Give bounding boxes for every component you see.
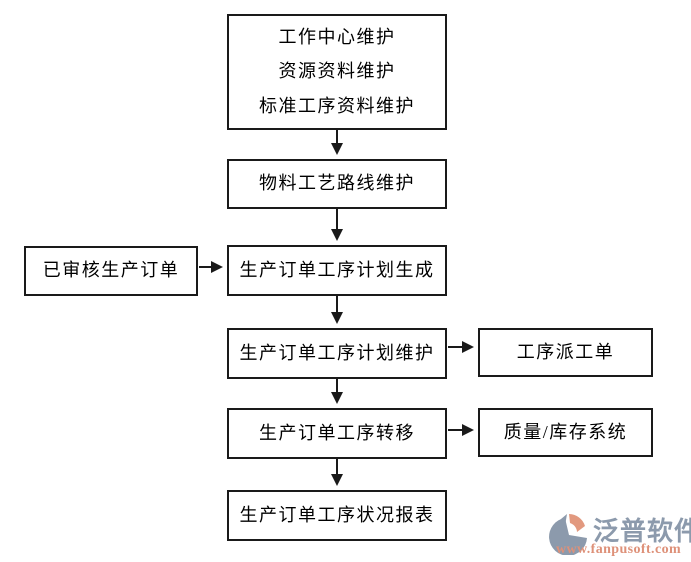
node-order-process-plan-generation: 生产订单工序计划生成: [227, 245, 447, 296]
node-label: 生产订单工序转移: [259, 422, 415, 443]
node-order-process-plan-maintenance: 生产订单工序计划维护: [227, 328, 447, 379]
logo-body-shape: [549, 518, 587, 555]
node-line-standard-process: 标准工序资料维护: [259, 95, 415, 116]
node-label: 质量/库存系统: [503, 421, 628, 442]
node-label: 生产订单工序计划维护: [239, 342, 435, 363]
node-line-work-center: 工作中心维护: [278, 26, 396, 47]
node-order-process-status-report: 生产订单工序状况报表: [227, 490, 447, 541]
brand-name: 泛普软件: [593, 517, 691, 546]
logo-corner-shape: [555, 514, 567, 526]
node-label: 生产订单工序计划生成: [239, 259, 435, 280]
node-material-routing-maintenance: 物料工艺路线维护: [227, 159, 447, 209]
node-approved-production-order: 已审核生产订单: [24, 246, 198, 296]
node-order-process-transfer: 生产订单工序转移: [227, 408, 447, 459]
node-process-dispatch-order: 工序派工单: [478, 328, 653, 377]
logo-crescent-shape: [569, 514, 585, 532]
node-line-resource-data: 资源资料维护: [278, 61, 396, 82]
node-label: 已审核生产订单: [42, 260, 180, 281]
node-label: 物料工艺路线维护: [259, 173, 415, 194]
node-label: 生产订单工序状况报表: [239, 504, 435, 525]
node-label: 工序派工单: [516, 341, 615, 362]
node-master-data-maintenance: 工作中心维护 资源资料维护 标准工序资料维护: [227, 14, 447, 130]
brand-url: www.fanpusoft.com: [556, 542, 682, 557]
fanpu-logo: 泛普软件 www.fanpusoft.com: [546, 508, 691, 562]
fanpu-logo-icon: [549, 514, 587, 555]
node-quality-inventory-system: 质量/库存系统: [478, 408, 653, 457]
